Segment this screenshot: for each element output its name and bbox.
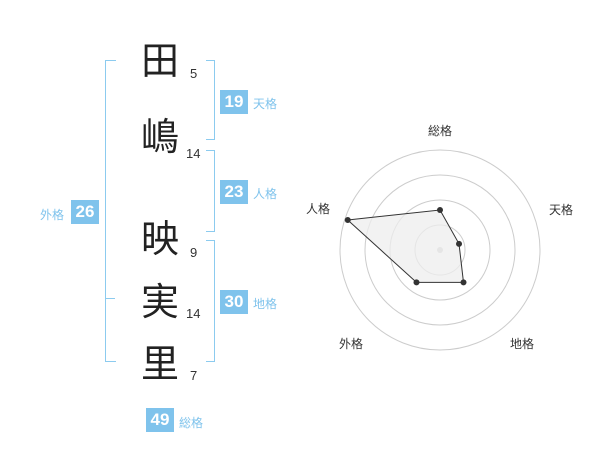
stroke-count-2: 14 — [186, 146, 201, 161]
axis-label-jinkaku: 人格 — [306, 202, 331, 216]
tenkaku-value: 19 — [220, 90, 248, 114]
axis-label-soukaku: 総格 — [428, 124, 453, 138]
gaikaku-value: 26 — [71, 200, 99, 224]
stroke-count-1: 5 — [190, 66, 198, 81]
gaikaku-bracket — [105, 60, 116, 362]
jinkaku-label: 人格 — [253, 187, 278, 201]
radar-point-3 — [413, 279, 420, 286]
name-char-1: 田 — [141, 39, 180, 83]
stroke-count-3: 9 — [190, 245, 198, 260]
gaikaku-label: 外格 — [40, 208, 65, 222]
name-char-2: 嶋 — [141, 115, 180, 159]
soukaku-value: 49 — [146, 408, 174, 432]
name-char-3: 映 — [141, 217, 180, 261]
chikaku-value: 30 — [220, 290, 248, 314]
chikaku-bracket — [206, 240, 215, 362]
stroke-count-5: 7 — [190, 368, 198, 383]
radar-point-0 — [437, 207, 443, 213]
soukaku-label: 総格 — [179, 416, 204, 430]
radar-point-1 — [456, 240, 463, 247]
tenkaku-label: 天格 — [253, 97, 278, 111]
name-char-5: 里 — [141, 342, 180, 386]
axis-label-gaikaku: 外格 — [339, 337, 364, 351]
stroke-count-4: 14 — [186, 306, 201, 321]
name-char-4: 実 — [141, 280, 180, 324]
radar-ring-4 — [339, 149, 541, 351]
radar-point-2 — [460, 279, 467, 286]
radar-series-polygon — [346, 209, 465, 283]
tenkaku-bracket — [206, 60, 215, 140]
axis-label-chikaku: 地格 — [510, 337, 535, 351]
radar-point-4 — [344, 217, 351, 224]
axis-label-tenkaku: 天格 — [549, 203, 574, 217]
jinkaku-bracket — [206, 150, 215, 232]
radar-ring-3 — [364, 174, 516, 326]
chikaku-label: 地格 — [253, 297, 278, 311]
gaikaku-bracket-tick — [105, 298, 115, 299]
jinkaku-value: 23 — [220, 180, 248, 204]
